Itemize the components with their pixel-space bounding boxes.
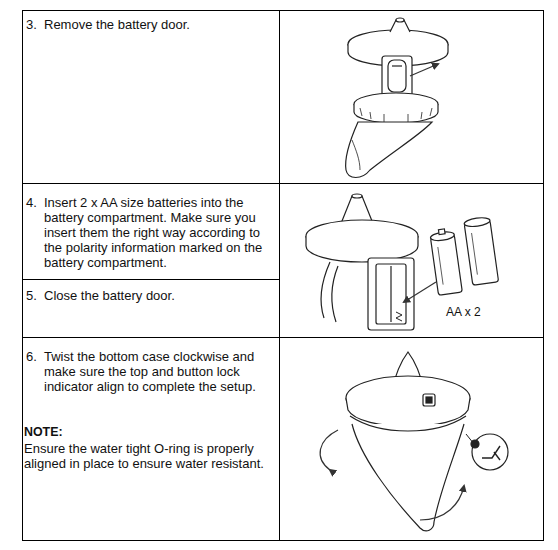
step-text: Insert 2 x AA size batteries into the ba…: [44, 195, 272, 270]
step-text: Remove the battery door.: [44, 17, 272, 32]
table-grid: [23, 11, 544, 541]
step-number: 5.: [26, 288, 44, 303]
note-heading: NOTE:: [24, 425, 144, 439]
note-text: Ensure the water tight O-ring is properl…: [24, 441, 278, 471]
battery-door-removal-illustration: [346, 18, 448, 178]
step-number: 4.: [26, 195, 44, 210]
battery-count-label: AA x 2: [446, 305, 506, 320]
step-number: 3.: [26, 17, 44, 32]
step-number: 6.: [26, 349, 44, 364]
twist-close-illustration: [320, 352, 508, 531]
step-text: Close the battery door.: [44, 288, 272, 303]
step-text: Twist the bottom case clockwise and make…: [44, 349, 274, 394]
